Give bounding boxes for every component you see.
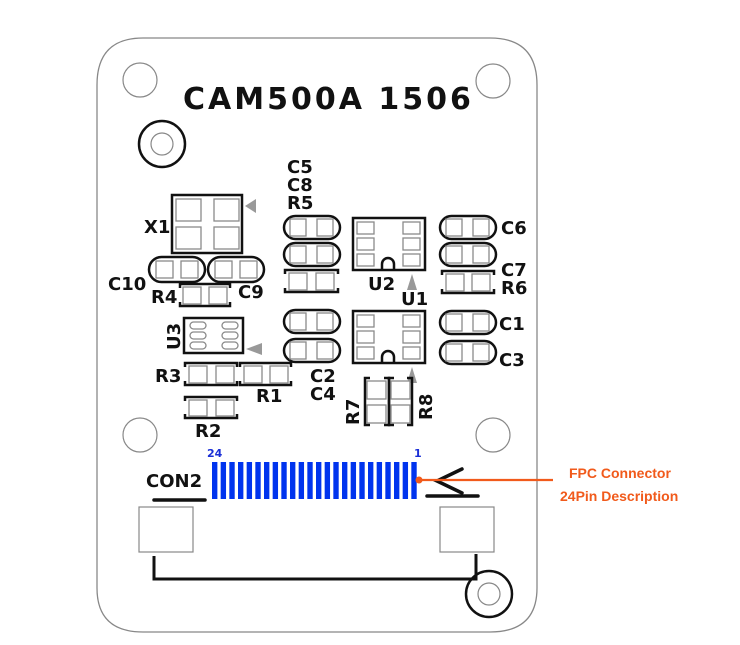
label-r2: R2 [195,421,221,442]
fiducial-bottom-right [464,569,514,619]
component-x1 [170,193,256,255]
connector-pin-24 [212,462,218,499]
label-r3: R3 [155,366,181,387]
label-c5: C5 [287,157,313,178]
board-title: CAM500A 1506 [183,82,474,117]
label-r1: R1 [256,386,282,407]
connector-pin-21 [238,462,244,499]
component-c3 [438,339,498,366]
component-c7 [438,241,498,268]
connector-mount-pad-left [138,506,194,553]
component-c8 [282,241,342,268]
component-r4 [178,282,232,308]
mounting-hole-mid-left [122,417,158,453]
connector-pin-5 [376,462,383,499]
board-outline [96,37,538,633]
connector-pin-15 [290,462,296,499]
label-u3: U3 [164,323,185,350]
mounting-hole-mid-right [475,417,511,453]
component-u3 [182,316,262,355]
label-c8: C8 [287,175,313,196]
component-c6 [438,214,498,241]
connector-pin-2 [402,462,409,499]
callout-dot [415,476,423,484]
label-r4: R4 [151,287,177,308]
label-r8: R8 [416,394,437,420]
connector-pin-16 [281,462,287,499]
label-c6: C6 [501,218,527,239]
fiducial-top-left [137,119,187,169]
component-r5 [283,268,340,294]
connector-pin-10 [333,462,339,499]
callout-subtitle: 24Pin Description [560,488,678,504]
connector-pin-17 [272,462,279,499]
connector-label: CON2 [146,471,202,492]
connector-mount-pad-right [439,506,495,553]
component-r3 [183,361,239,387]
component-c9 [206,255,266,284]
label-u2: U2 [368,274,395,295]
connector-pin-1 [411,462,417,499]
connector-pin-13 [307,462,313,499]
connector-pin-11 [324,462,331,499]
component-u1 [351,309,427,383]
component-r6 [440,269,496,295]
pin1-marker-icon [407,274,417,290]
connector-body-outline [152,554,478,581]
connector-pin-6 [368,462,374,499]
label-c9: C9 [238,282,264,303]
component-c1 [438,309,498,336]
component-r7 [363,376,391,427]
pin1-marker-icon [246,343,262,355]
connector-pin-4 [385,462,391,499]
connector-pin-19 [255,462,261,499]
pin-label-24: 24 [207,447,223,460]
mounting-hole-top-left [122,62,158,98]
pin1-marker-icon [245,199,256,213]
label-c7: C7 [501,260,527,281]
component-r1 [238,361,293,387]
component-c5 [282,214,342,241]
mounting-hole-top-right [475,63,511,99]
connector-pin-9 [342,462,348,499]
connector-pin-22 [229,462,235,499]
component-c10 [147,255,207,284]
label-r6: R6 [501,278,527,299]
connector-pin-14 [298,462,305,499]
component-u2 [351,216,427,290]
component-c2 [282,308,342,335]
connector-pin-3 [394,462,400,499]
label-c4: C4 [310,384,336,405]
connector-pin-18 [264,462,270,499]
label-r7: R7 [343,399,364,425]
label-r5: R5 [287,193,313,214]
label-c1: C1 [499,314,525,335]
connector-pin-8 [350,462,357,499]
label-c3: C3 [499,350,525,371]
label-x1: X1 [144,217,170,238]
component-r2 [183,395,239,420]
pin-label-1: 1 [414,447,422,460]
callout-title: FPC Connector [569,465,671,481]
label-c2: C2 [310,366,336,387]
label-u1: U1 [401,289,428,310]
connector-pin-12 [316,462,322,499]
connector-pins [212,462,417,499]
connector-pin-20 [246,462,253,499]
connector-pin-7 [359,462,365,499]
connector-pin-23 [220,462,227,499]
label-c10: C10 [108,274,146,295]
component-c4 [282,337,342,364]
component-r8 [387,376,414,427]
